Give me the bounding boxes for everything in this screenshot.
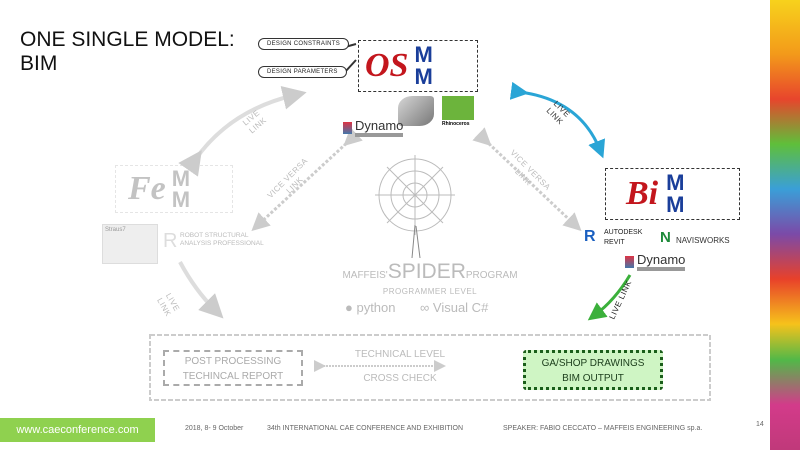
- footer-speaker: SPEAKER: FABIO CECCATO – MAFFEIS ENGINEE…: [503, 425, 703, 432]
- title-line-1: ONE SINGLE MODEL:: [20, 28, 235, 51]
- bimm-m-upper: M: [666, 170, 685, 195]
- title-line-2: BIM: [20, 52, 58, 75]
- osmm-m-lower: M: [414, 64, 433, 89]
- python-logo: ● python: [345, 300, 396, 315]
- slide-title: ONE SINGLE MODEL: BIM: [20, 28, 235, 76]
- footer-conference: 34th INTERNATIONAL CAE CONFERENCE AND EX…: [267, 425, 464, 432]
- straus7-logo: Straus7: [102, 224, 158, 264]
- rhino-icon: [398, 96, 434, 126]
- navisworks-icon: N: [660, 229, 671, 246]
- programmer-level-label: PROGRAMMER LEVEL: [382, 287, 478, 296]
- dynamo-label-right: Dynamo: [637, 252, 686, 271]
- vice-versa-arrow-left: [251, 127, 363, 232]
- live-link-arrow-left-bottom: [178, 261, 224, 319]
- dynamo-icon: [343, 121, 352, 134]
- visual-csharp-logo: ∞ Visual C#: [420, 300, 489, 315]
- rhino-label: Rhinoceros: [442, 121, 470, 127]
- femm-m-upper: M: [171, 166, 191, 191]
- bottom-frame: [149, 334, 711, 401]
- femm-fe-text: Fe: [128, 170, 166, 207]
- cross-check-label: CROSS CHECK: [363, 373, 437, 384]
- live-link-arrow-right-bottom: [587, 274, 632, 321]
- dynamo-label-top: Dynamo: [355, 118, 404, 137]
- navisworks-label: NAVISWORKS: [676, 236, 730, 245]
- footer-date: 2018, 8- 9 October: [185, 425, 244, 432]
- dynamo-logo-top: Dynamo: [343, 118, 404, 137]
- grasshopper-icon: [442, 96, 474, 120]
- spider-program-title: MAFFEIS'SPIDERPROGRAM: [342, 260, 518, 283]
- femm-m-lower: M: [171, 187, 191, 212]
- design-parameters-pill: DESIGN PARAMETERS: [258, 66, 347, 78]
- osmm-m-upper: M: [414, 42, 433, 67]
- bimm-m-lower: M: [666, 192, 685, 217]
- bimm-bi-text: Bi: [626, 175, 659, 212]
- live-link-arrow-right-top: [509, 81, 606, 159]
- website-link[interactable]: www.caeconference.com: [0, 418, 155, 442]
- dynamo-logo-right: Dynamo: [625, 252, 686, 271]
- live-link-arrow-left-top: [178, 86, 307, 177]
- vice-versa-arrow-right: [472, 127, 582, 232]
- osmm-os-text: OS: [365, 47, 409, 84]
- decorative-color-strip: [770, 0, 800, 450]
- robot-icon: R: [163, 230, 178, 252]
- technical-level-label: TECHNICAL LEVEL: [354, 349, 446, 360]
- revit-icon: R: [584, 228, 596, 245]
- spider-web-icon: [375, 155, 455, 259]
- dynamo-icon: [625, 255, 634, 268]
- page-number: 14: [756, 421, 764, 428]
- design-constraints-pill: DESIGN CONSTRAINTS: [258, 38, 350, 50]
